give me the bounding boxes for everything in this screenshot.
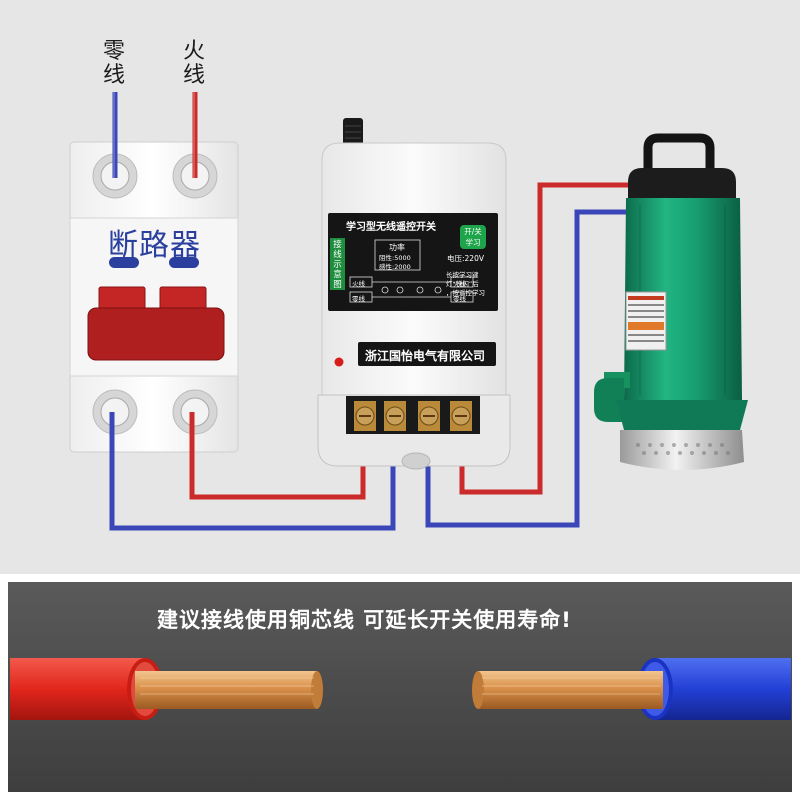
neutral-label-char-1: 零 bbox=[102, 39, 125, 64]
on-off-learn-badge: 开/关 学习 bbox=[460, 226, 486, 248]
neutral-wire-label: 零 线 bbox=[101, 40, 127, 88]
indicator-pill-left bbox=[109, 257, 139, 268]
side-label-char: 示 bbox=[333, 260, 342, 270]
terminal-label-live-out: 火线 bbox=[453, 280, 466, 288]
neutral-wire-breaker-to-switch bbox=[109, 412, 396, 531]
side-label-char: 线 bbox=[333, 250, 342, 260]
neutral-label-char-2: 线 bbox=[102, 63, 125, 88]
company-name: 浙江国怡电气有限公司 bbox=[365, 349, 486, 363]
copper-core-right bbox=[478, 671, 663, 709]
copper-wire-banner bbox=[0, 574, 800, 800]
banner-text: 建议接线使用铜芯线 可延长开关使用寿命! bbox=[157, 608, 572, 632]
learn-hint-line: 灯“快闪”后 bbox=[446, 280, 479, 288]
side-label-char: 意 bbox=[333, 270, 342, 280]
badge-on-off: 开/关 bbox=[464, 227, 482, 236]
live-wire-switch-to-pump bbox=[459, 182, 640, 495]
learn-hint-line: 长按学习键 bbox=[446, 271, 479, 279]
red-insulation bbox=[10, 658, 145, 720]
indicator-pill-right bbox=[169, 257, 199, 268]
copper-core-left bbox=[135, 671, 317, 709]
power-inductive: 感性:2000 bbox=[379, 263, 411, 271]
power-resistive: 阻性:5000 bbox=[379, 254, 411, 262]
neutral-wire-switch-to-pump bbox=[425, 209, 640, 528]
breaker-title: 断路器 bbox=[108, 228, 201, 263]
side-label-char: 图 bbox=[333, 280, 342, 290]
blue-insulation bbox=[655, 658, 791, 720]
diagram-side-label-bg bbox=[330, 238, 345, 290]
terminal-label-live-in: 火线 bbox=[352, 280, 365, 288]
live-wire-label: 火 线 bbox=[181, 40, 207, 88]
water-pump bbox=[594, 133, 748, 470]
company-bar bbox=[358, 342, 496, 366]
terminal-label-neutral-out: 零线 bbox=[453, 295, 466, 303]
wireless-switch-module bbox=[317, 118, 511, 470]
on-off-learn-badge-bg bbox=[460, 225, 486, 249]
side-label-char: 接 bbox=[333, 240, 342, 250]
terminal-label-neutral-in: 零线 bbox=[352, 295, 365, 303]
power-heading: 功率 bbox=[389, 243, 405, 252]
breaker-handle-bar bbox=[87, 307, 225, 361]
live-label-char-2: 线 bbox=[182, 63, 205, 88]
learn-hint: 长按学习键 灯“快闪”后 ，按遥控学习 bbox=[446, 271, 485, 298]
terminal-screws bbox=[354, 401, 472, 431]
switch-title: 学习型无线遥控开关 bbox=[346, 222, 436, 233]
status-led bbox=[334, 357, 344, 367]
badge-learn: 学习 bbox=[465, 238, 481, 247]
learn-hint-line: ，按遥控学习 bbox=[446, 289, 485, 297]
instruction-panel bbox=[328, 213, 498, 311]
breaker bbox=[69, 141, 239, 453]
live-label-char-1: 火 bbox=[182, 39, 205, 64]
voltage-rating: 电压:220V bbox=[447, 254, 484, 263]
diagram-side-label: 接 线 示 意 图 bbox=[331, 240, 344, 290]
